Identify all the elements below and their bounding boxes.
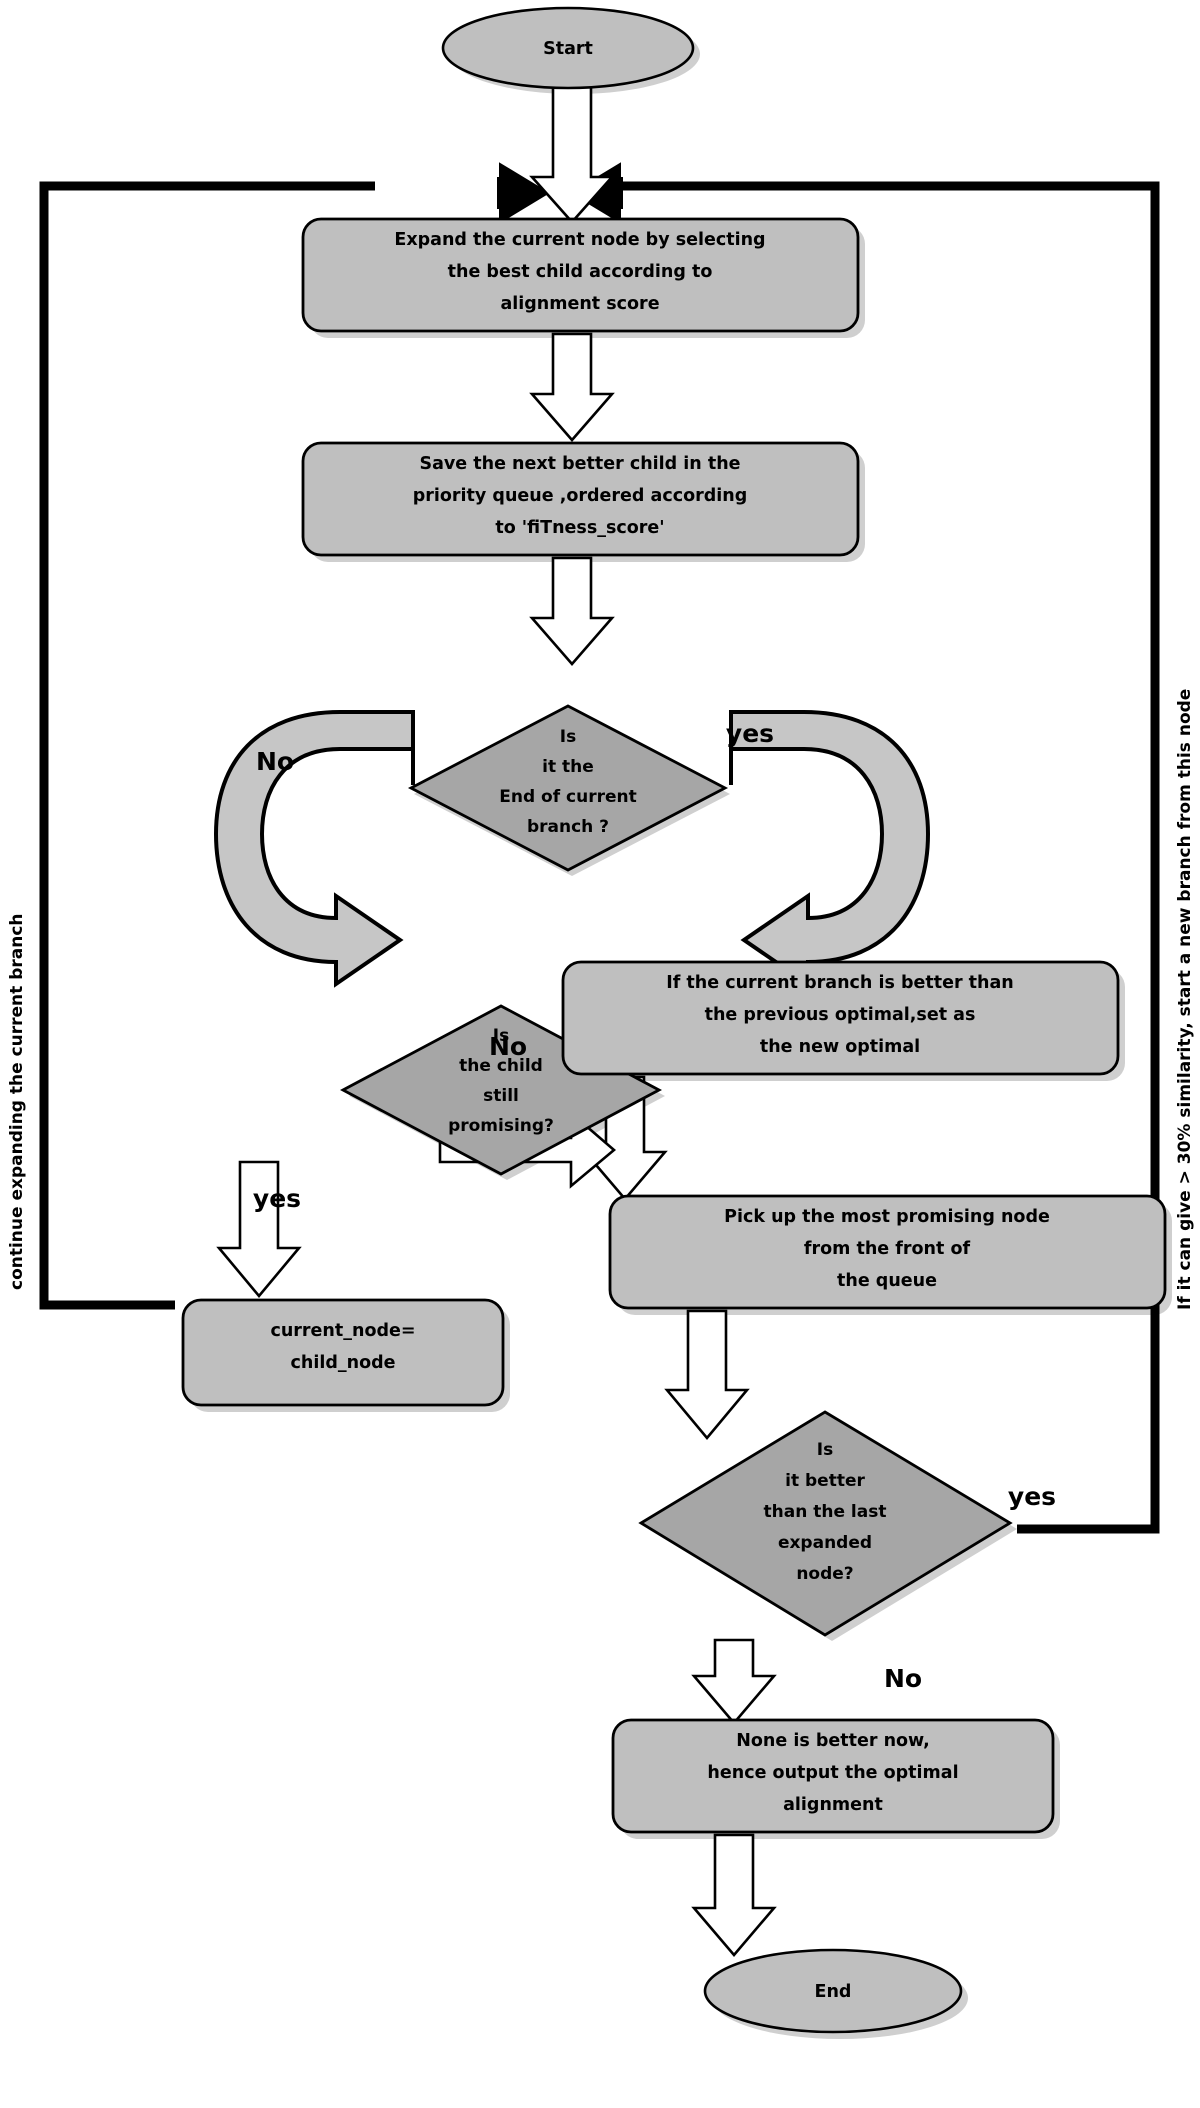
- node-still-promising-line3: still: [483, 1086, 519, 1106]
- node-start-label: Start: [543, 39, 593, 59]
- node-better-than-last-line4: expanded: [778, 1533, 872, 1553]
- arrow-expand-to-save: [529, 332, 615, 442]
- node-end-of-branch-line3: End of current: [499, 787, 637, 807]
- edge-label-promising-no: No: [489, 1032, 527, 1061]
- edge-label-promising-yes: yes: [253, 1184, 301, 1213]
- edge-labels: No yes No yes yes No: [253, 719, 1056, 1693]
- node-save[interactable]: Save the next better child in the priori…: [301, 441, 860, 557]
- node-output-optimal-line2: hence output the optimal: [707, 1763, 958, 1783]
- node-expand-line3: alignment score: [500, 294, 659, 314]
- merge-arrowhead-left: [497, 162, 550, 224]
- node-pick-up-line1: Pick up the most promising node: [724, 1207, 1050, 1227]
- node-end-of-branch-line4: branch ?: [527, 817, 609, 837]
- edge-label-better-yes: yes: [1008, 1482, 1056, 1511]
- left-loop-line: [39, 181, 375, 1310]
- curved-arrow-no-left: [213, 710, 415, 988]
- node-still-promising-line1: Is: [493, 1026, 509, 1046]
- node-set-optimal[interactable]: If the current branch is better than the…: [561, 960, 1120, 1076]
- node-save-line3: to 'fiTness_score': [495, 518, 664, 538]
- side-label-right: If it can give > 30% similarity, start a…: [1175, 689, 1195, 1310]
- node-current-node-line1: current_node=: [270, 1321, 415, 1341]
- node-still-promising-line4: promising?: [448, 1116, 554, 1136]
- arrow-output-to-end: [691, 1833, 777, 1958]
- node-better-than-last-line3: than the last: [764, 1502, 887, 1522]
- node-pick-up-line3: the queue: [837, 1271, 937, 1291]
- node-end-of-branch-line1: Is: [560, 727, 576, 747]
- arrow-promising-yes: [216, 1160, 302, 1299]
- right-loop-line: [600, 181, 1160, 1534]
- node-set-optimal-line3: the new optimal: [760, 1037, 920, 1057]
- curved-arrow-yes-right: [729, 710, 931, 988]
- node-end-of-branch[interactable]: Is it the End of current branch ?: [407, 704, 729, 872]
- node-pick-up[interactable]: Pick up the most promising node from the…: [608, 1194, 1167, 1310]
- node-set-optimal-line2: the previous optimal,set as: [705, 1005, 976, 1025]
- node-better-than-last-line5: node?: [796, 1564, 853, 1584]
- node-expand[interactable]: Expand the current node by selecting the…: [301, 217, 860, 333]
- side-label-right-group: If it can give > 30% similarity, start a…: [1175, 689, 1195, 1310]
- node-pick-up-line2: from the front of: [804, 1239, 971, 1259]
- node-end-of-branch-line2: it the: [542, 757, 594, 777]
- node-start[interactable]: Start: [441, 6, 695, 90]
- arrow-save-to-decision1: [529, 556, 615, 666]
- side-label-left: continue expanding the current branch: [7, 914, 27, 1291]
- node-current-node-line2: child_node: [291, 1353, 396, 1373]
- node-save-line2: priority queue ,ordered according: [413, 486, 747, 506]
- node-expand-line2: the best child according to: [448, 262, 713, 282]
- node-current-node[interactable]: current_node= child_node: [181, 1298, 505, 1407]
- node-end[interactable]: End: [703, 1948, 963, 2034]
- node-still-promising-line2: the child: [459, 1056, 543, 1076]
- edge-label-branch-yes: yes: [726, 719, 774, 748]
- node-output-optimal[interactable]: None is better now, hence output the opt…: [611, 1718, 1055, 1834]
- node-output-optimal-line1: None is better now,: [736, 1731, 930, 1751]
- node-set-optimal-line1: If the current branch is better than: [666, 973, 1014, 993]
- node-end-label: End: [815, 1982, 852, 2002]
- node-better-than-last[interactable]: Is it better than the last expanded node…: [638, 1410, 1013, 1637]
- side-label-left-group: continue expanding the current branch: [7, 914, 27, 1291]
- node-save-line1: Save the next better child in the: [419, 454, 740, 474]
- node-better-than-last-line2: it better: [785, 1471, 865, 1491]
- node-output-optimal-line3: alignment: [783, 1795, 883, 1815]
- node-better-than-last-line1: Is: [817, 1440, 833, 1460]
- edge-label-better-no: No: [884, 1664, 922, 1693]
- arrow-decision3-no: [691, 1638, 777, 1726]
- node-expand-line1: Expand the current node by selecting: [394, 230, 765, 250]
- outer-loop-lines: [39, 181, 1160, 1534]
- edge-label-branch-no: No: [256, 747, 294, 776]
- arrow-pickup-to-decision3: [664, 1309, 750, 1441]
- arrow-start-to-expand: [529, 84, 615, 224]
